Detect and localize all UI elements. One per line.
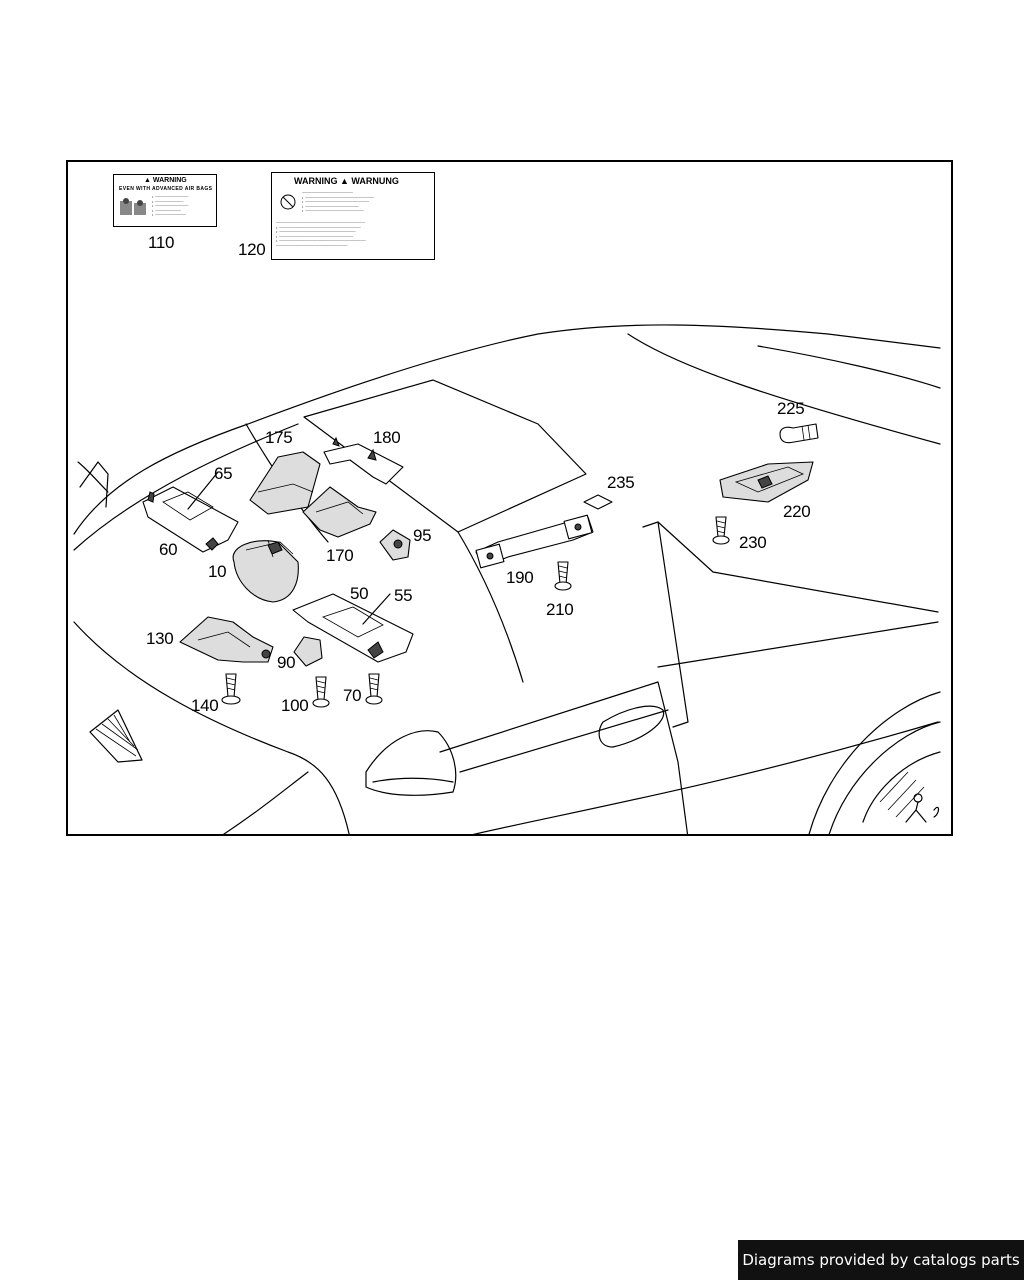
- callout-210: 210: [546, 600, 574, 619]
- callout-170: 170: [326, 546, 354, 565]
- warning-label-110-text-lines: • ───────────── • ─────────── • ────────…: [152, 195, 189, 218]
- clip-235: [583, 494, 613, 510]
- callout-190: 190: [506, 568, 534, 587]
- warning-label-110-title: ▲ WARNING: [144, 177, 187, 184]
- callout-70: 70: [343, 686, 362, 705]
- callout-225: 225: [777, 399, 805, 418]
- warning-label-120: WARNING ▲ WARNUNG ──────────────────── •…: [271, 172, 435, 260]
- sun-visor-right: [292, 593, 414, 663]
- screw-230: [712, 516, 730, 545]
- callout-140: 140: [191, 696, 219, 715]
- bracket-180: [323, 436, 404, 485]
- callout-130: 130: [146, 629, 174, 648]
- callout-55: 55: [394, 586, 413, 605]
- warning-label-120-text-en: ──────────────────── • ─────────────────…: [302, 191, 375, 214]
- screw-70: [365, 673, 383, 705]
- warning-label-110-subtitle: EVEN WITH ADVANCED AIR BAGS: [119, 186, 213, 192]
- cover-part-175: [249, 451, 321, 515]
- no-child-seat-icon: [280, 194, 296, 210]
- bulb-225: [779, 423, 819, 444]
- interior-light-220: [719, 461, 814, 503]
- callout-220: 220: [783, 502, 811, 521]
- sun-visor-left: [142, 471, 239, 553]
- callout-90: 90: [277, 653, 296, 672]
- callout-50: 50: [350, 584, 369, 603]
- callout-235: 235: [607, 473, 635, 492]
- callout-175: 175: [265, 428, 293, 447]
- warning-label-110: ▲ WARNING EVEN WITH ADVANCED AIR BAGS • …: [113, 174, 217, 227]
- grab-handle-190: [475, 514, 594, 569]
- child-seat-icon: [120, 198, 146, 215]
- bracket-130: [179, 616, 274, 663]
- callout-100: 100: [281, 696, 309, 715]
- screw-100: [312, 676, 330, 708]
- callout-230: 230: [739, 533, 767, 552]
- car-roof-illustration: [73, 324, 941, 834]
- callout-10: 10: [208, 562, 227, 581]
- screw-210: [554, 561, 572, 591]
- clip-90: [293, 636, 323, 667]
- callout-65: 65: [214, 464, 233, 483]
- callout-180: 180: [373, 428, 401, 447]
- callout-120: 120: [238, 240, 266, 259]
- warning-label-120-text-de: ─────────────────────────────────── • ──…: [276, 221, 366, 248]
- screw-140: [221, 673, 241, 705]
- warning-label-120-title: WARNING ▲ WARNUNG: [294, 176, 399, 186]
- callout-95: 95: [413, 526, 432, 545]
- console-170: [302, 486, 377, 538]
- clip-95: [379, 529, 411, 561]
- footer-credit-badge: Diagrams provided by catalogs parts: [738, 1240, 1024, 1280]
- car-body-outline: [73, 324, 941, 834]
- callout-60: 60: [159, 540, 178, 559]
- cover-part-10: [232, 539, 299, 603]
- callout-110: 110: [148, 233, 175, 252]
- parts-diagram: ▲ WARNING EVEN WITH ADVANCED AIR BAGS • …: [66, 160, 953, 836]
